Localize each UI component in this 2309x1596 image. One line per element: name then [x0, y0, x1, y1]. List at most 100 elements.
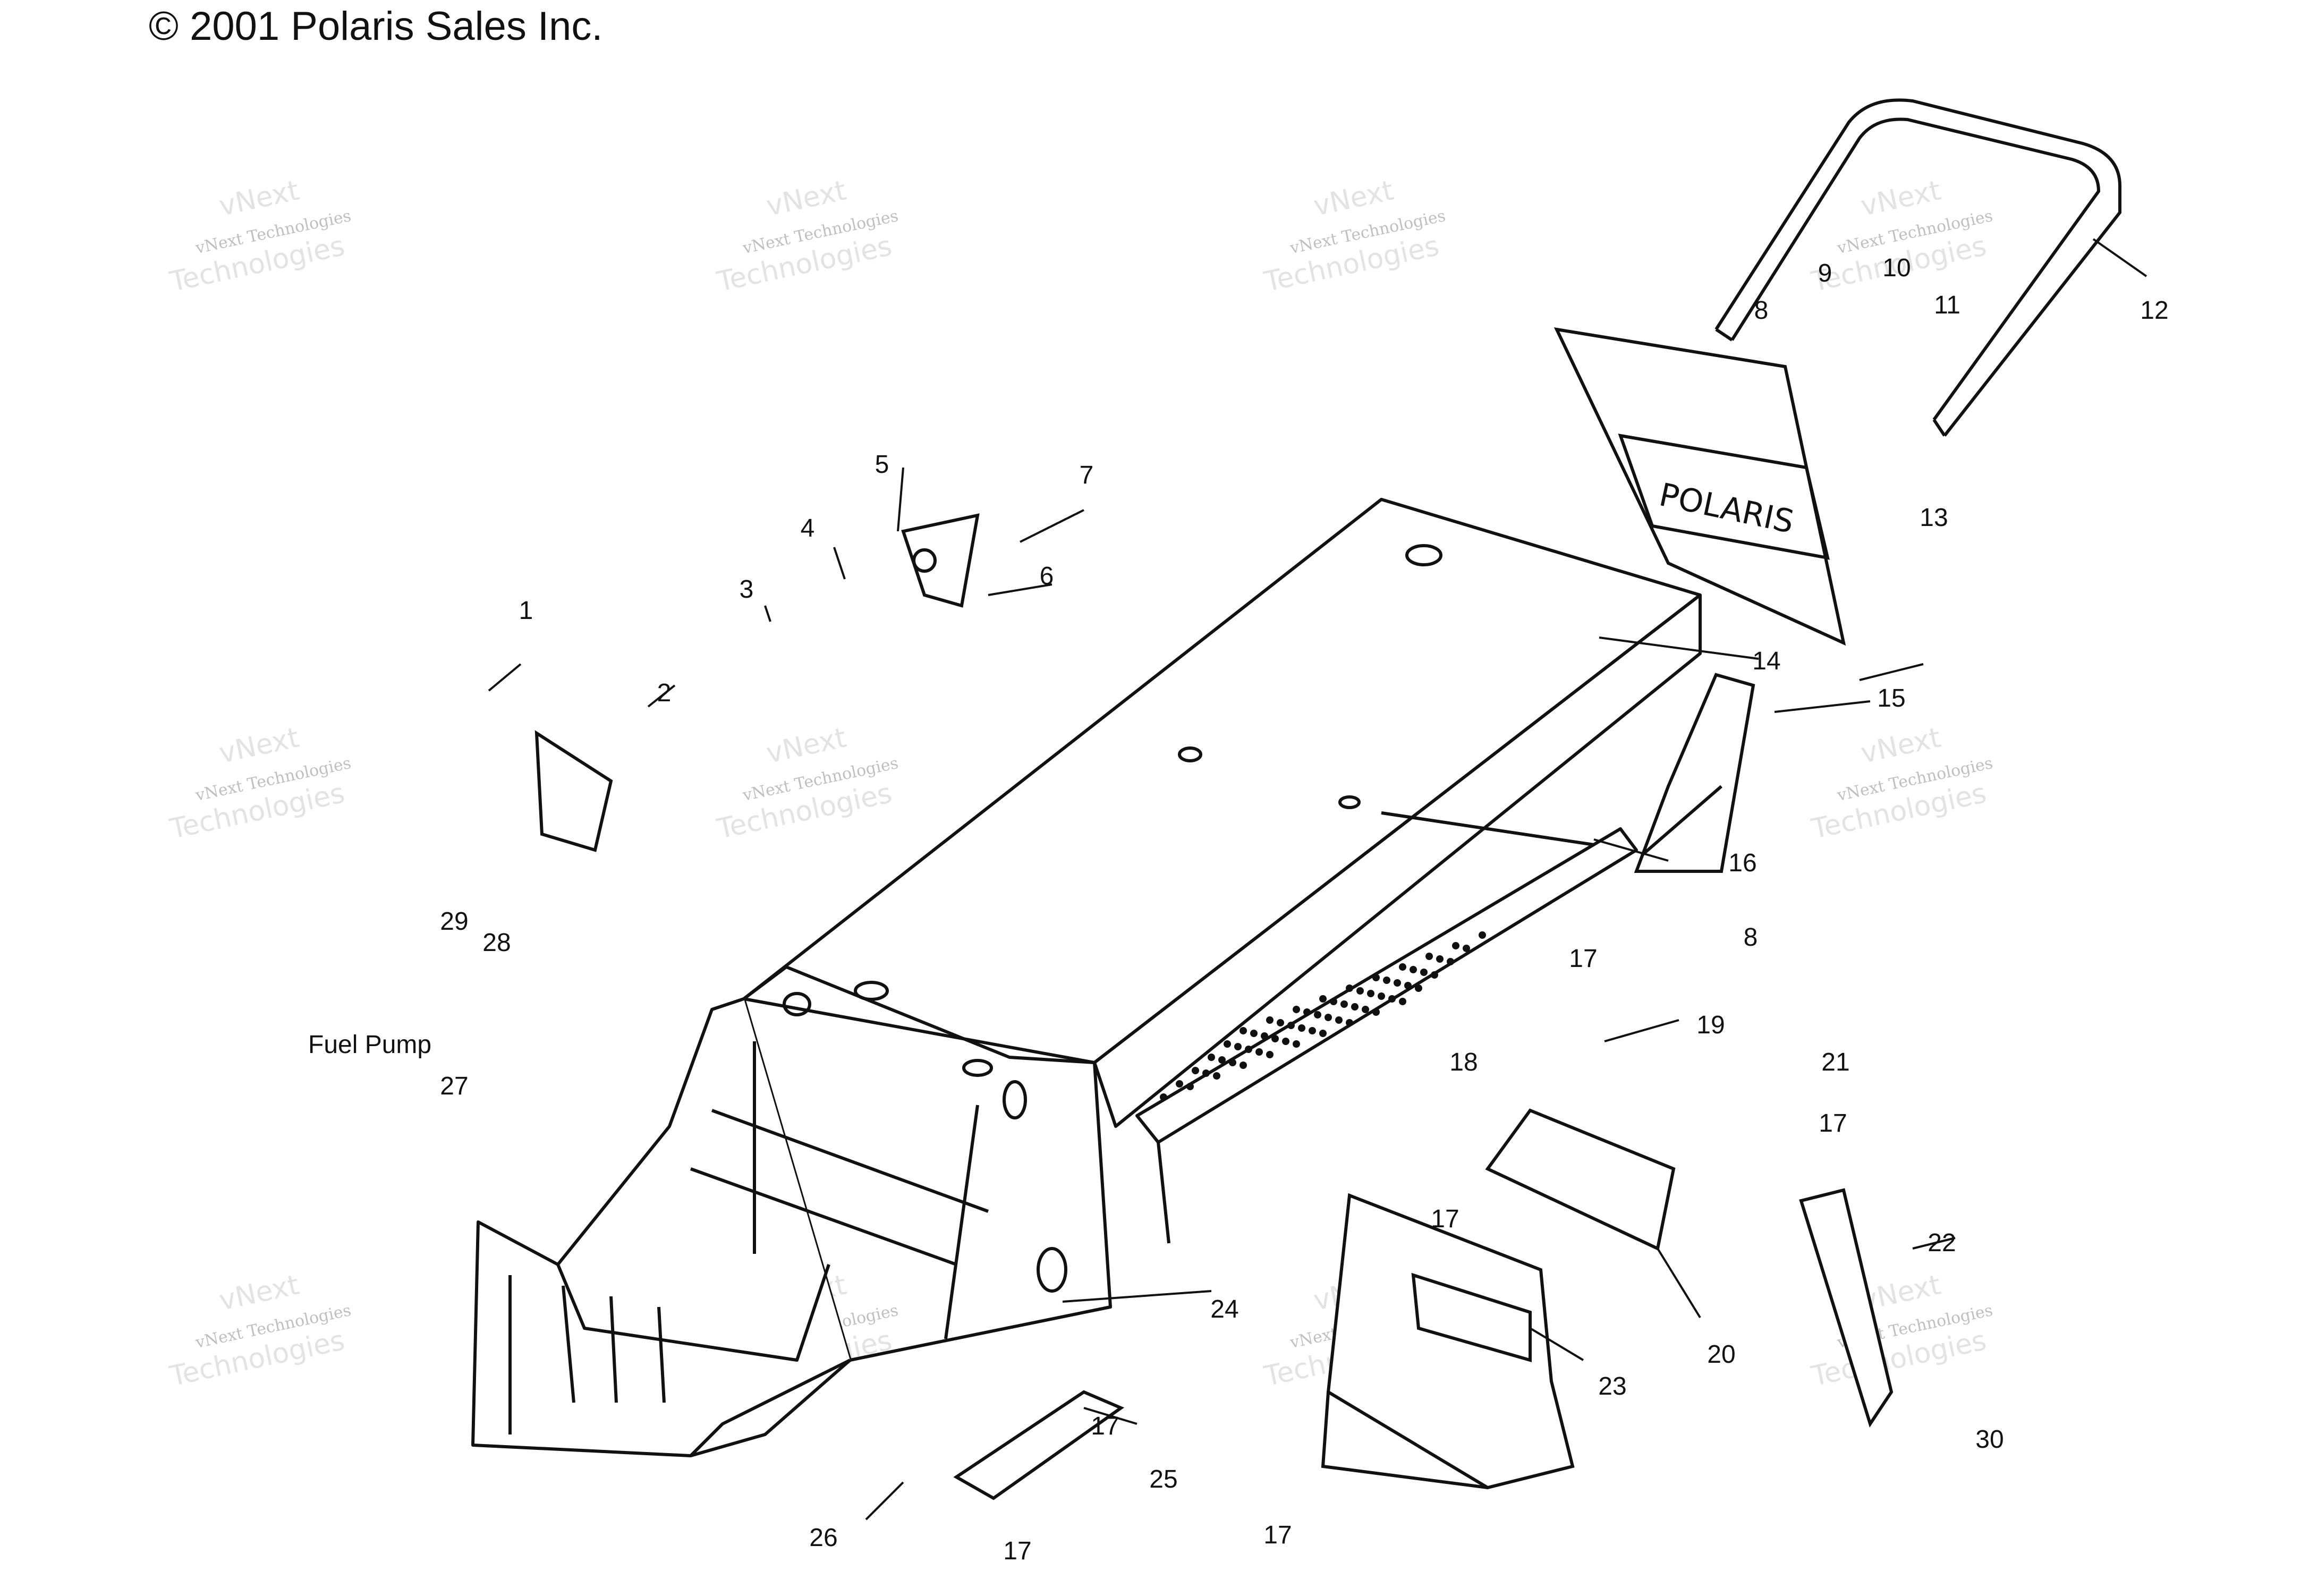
- svg-text:vNext: vNext: [763, 722, 849, 770]
- side-panel: [1321, 1193, 1575, 1490]
- perforation-hole: [1261, 1032, 1268, 1040]
- perforation-hole: [1213, 1072, 1220, 1080]
- callout-number: 28: [482, 929, 511, 957]
- callout-number: 20: [1707, 1340, 1735, 1369]
- perforation-hole: [1176, 1080, 1183, 1088]
- perforation-hole: [1250, 1030, 1258, 1037]
- perforation-hole: [1224, 1040, 1231, 1048]
- callout-number: 9: [1818, 259, 1832, 287]
- perforation-hole: [1346, 984, 1353, 992]
- perforation-hole: [1319, 1030, 1327, 1037]
- snow-flap: POLARIS: [1554, 327, 1846, 646]
- perforation-hole: [1415, 984, 1422, 992]
- svg-text:vNext: vNext: [216, 1269, 302, 1317]
- perforation-hole: [1234, 1043, 1242, 1050]
- perforation-hole: [1192, 1067, 1199, 1074]
- perforation-hole: [1420, 969, 1428, 976]
- perforation-hole: [1303, 1008, 1311, 1016]
- leader-lines: [488, 238, 2147, 1521]
- callout-number: 17: [1569, 945, 1597, 973]
- callout-number: 2: [657, 679, 672, 707]
- perforation-hole: [1266, 1016, 1274, 1024]
- svg-text:vNext: vNext: [763, 175, 849, 223]
- callout-number: 17: [1431, 1205, 1459, 1233]
- chassis-frame: [471, 498, 1702, 1457]
- perforation-hole: [1282, 1038, 1289, 1045]
- callout-number: 3: [740, 575, 754, 604]
- callout-number: 15: [1877, 684, 1905, 712]
- perforation-hole: [1351, 1003, 1359, 1011]
- perforation-hole: [1399, 963, 1406, 971]
- perforation-hole: [1255, 1048, 1263, 1056]
- perforation-hole: [1271, 1035, 1279, 1042]
- callout-number: 11: [1934, 291, 1960, 319]
- svg-text:vNext: vNext: [216, 175, 302, 223]
- callout-number: 25: [1149, 1465, 1177, 1493]
- perforation-hole: [1298, 1024, 1305, 1032]
- perforation-hole: [1463, 945, 1470, 952]
- callout-number: 18: [1449, 1048, 1478, 1076]
- svg-text:vNext: vNext: [1858, 722, 1943, 770]
- callout-number: 30: [1975, 1425, 2004, 1454]
- perforation-hole: [1388, 995, 1396, 1003]
- perforation-hole: [1378, 992, 1385, 1000]
- perforation-hole: [1186, 1083, 1194, 1090]
- perforation-hole: [1335, 1016, 1343, 1024]
- callout-number: 12: [2140, 296, 2168, 325]
- svg-text:vNext: vNext: [1311, 175, 1396, 223]
- callout-number: 14: [1752, 647, 1780, 675]
- callout-number: 21: [1821, 1048, 1849, 1076]
- tunnel-perforations: [1160, 931, 1486, 1101]
- perforation-hole: [1410, 966, 1417, 973]
- callout-number: 23: [1598, 1372, 1626, 1400]
- perforation-hole: [1425, 953, 1433, 960]
- perforation-hole: [1229, 1059, 1236, 1066]
- perforation-hole: [1394, 979, 1401, 987]
- callout-number: 4: [801, 514, 815, 542]
- perforation-hole: [1367, 990, 1374, 997]
- callout-number: 17: [1003, 1537, 1031, 1565]
- perforation-hole: [1208, 1054, 1215, 1061]
- perforation-hole: [1240, 1027, 1247, 1034]
- callout-number: 10: [1882, 254, 1911, 282]
- foot-plate: [953, 1390, 1125, 1500]
- perforation-hole: [1356, 987, 1364, 995]
- front-bracket: [534, 730, 613, 852]
- perforation-hole: [1266, 1051, 1274, 1058]
- perforation-hole: [1309, 1027, 1316, 1034]
- perforation-hole: [1314, 1011, 1321, 1018]
- perforation-hole: [1287, 1022, 1295, 1029]
- callout-number: 8: [1754, 296, 1769, 325]
- callout-number: 13: [1920, 504, 1948, 532]
- callout-number: 5: [875, 451, 889, 479]
- callout-number: 6: [1040, 562, 1054, 590]
- perforation-hole: [1277, 1019, 1284, 1026]
- hitch-bracket: [1634, 673, 1755, 873]
- perforation-hole: [1330, 998, 1337, 1005]
- perforation-hole: [1436, 955, 1444, 963]
- perforation-hole: [1319, 995, 1327, 1003]
- perforation-hole: [1372, 1008, 1380, 1016]
- perforation-hole: [1404, 982, 1412, 989]
- svg-text:vNext: vNext: [216, 722, 302, 770]
- callout-number: 17: [1091, 1412, 1119, 1440]
- copyright-notice: © 2001 Polaris Sales Inc.: [149, 4, 603, 49]
- mount-bracket: [901, 513, 980, 608]
- perforation-hole: [1447, 958, 1454, 965]
- callout-number: 16: [1728, 849, 1756, 877]
- perforation-hole: [1383, 977, 1390, 984]
- callout-number: 19: [1696, 1011, 1725, 1039]
- perforation-hole: [1293, 1040, 1300, 1048]
- callout-number: 7: [1080, 461, 1094, 489]
- perforation-hole: [1431, 971, 1438, 979]
- callout-number: 24: [1210, 1295, 1238, 1323]
- perforation-hole: [1218, 1056, 1226, 1064]
- rear-bumper: [1714, 98, 2121, 437]
- perforation-hole: [1202, 1069, 1210, 1077]
